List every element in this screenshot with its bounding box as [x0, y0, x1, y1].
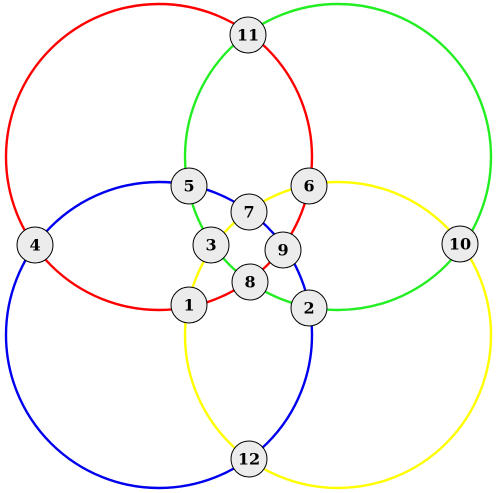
- node-2: 2: [290, 289, 328, 327]
- node-label: 4: [29, 236, 40, 255]
- node-6: 6: [290, 167, 328, 205]
- node-label: 5: [183, 177, 194, 196]
- node-8: 8: [231, 263, 269, 301]
- node-label: 12: [238, 450, 260, 469]
- node-4: 4: [16, 226, 54, 264]
- node-label: 1: [183, 296, 194, 315]
- node-label: 7: [243, 203, 254, 222]
- node-label: 10: [449, 235, 471, 254]
- node-11: 11: [229, 16, 267, 54]
- circle-blue: [4, 180, 314, 490]
- node-12: 12: [230, 440, 268, 478]
- node-10: 10: [441, 225, 479, 263]
- node-3: 3: [192, 226, 230, 264]
- node-label: 11: [237, 26, 259, 45]
- circle-red: [4, 2, 314, 312]
- circle-yellow: [183, 180, 493, 490]
- node-9: 9: [264, 231, 302, 269]
- circle-green: [183, 2, 493, 312]
- node-1: 1: [170, 286, 208, 324]
- node-label: 2: [303, 299, 314, 318]
- node-label: 6: [303, 177, 314, 196]
- node-5: 5: [170, 167, 208, 205]
- node-label: 9: [277, 241, 288, 260]
- node-label: 8: [244, 273, 255, 292]
- node-7: 7: [230, 193, 268, 231]
- node-label: 3: [205, 236, 216, 255]
